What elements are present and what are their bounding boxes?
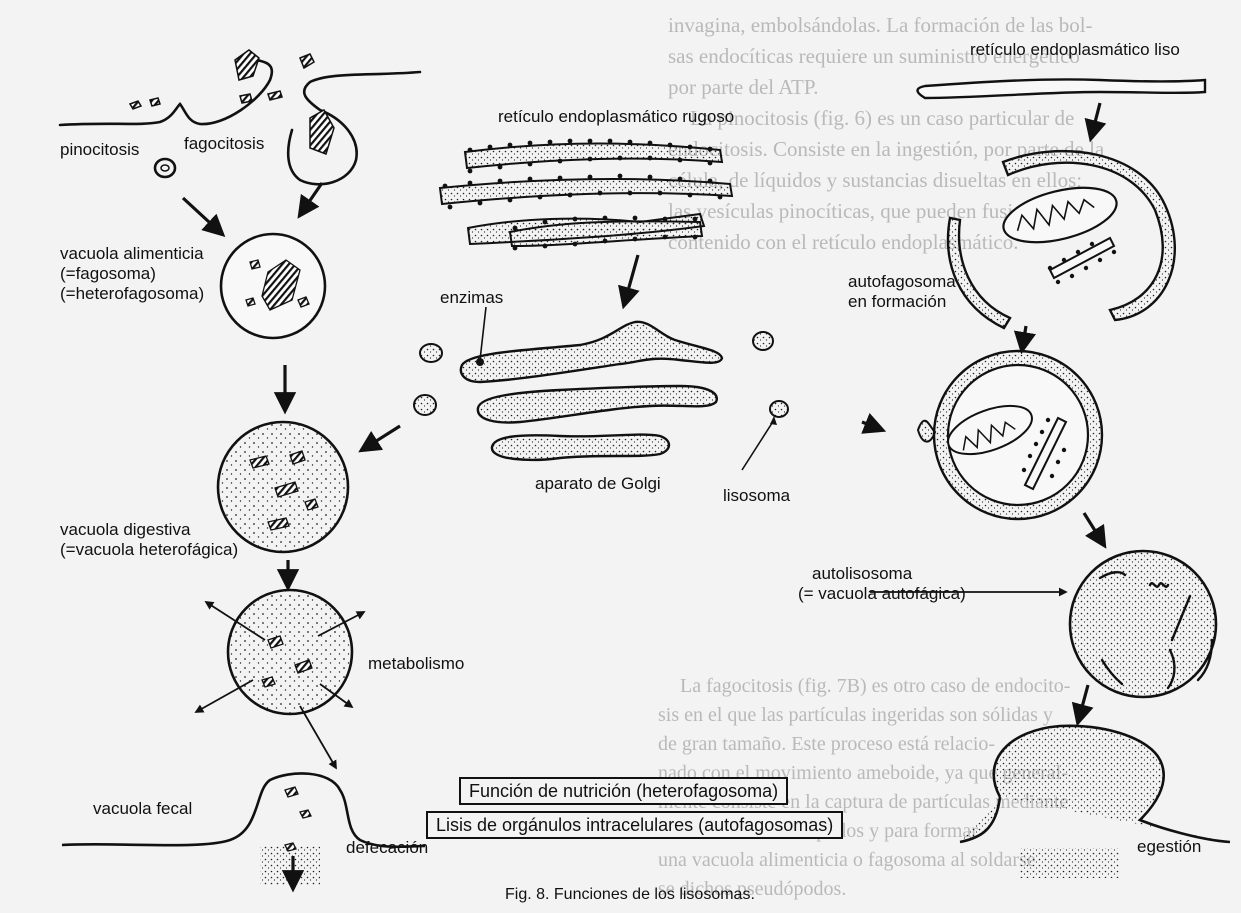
phagocytosis-pseudopod [288, 72, 420, 184]
label-aparato-golgi: aparato de Golgi [535, 474, 661, 494]
label-autolisosoma: autolisosoma (= vacuola autofágica) [798, 564, 966, 604]
legend-nutricion-text: Función de nutrición (heterofagosoma) [469, 781, 778, 801]
label-vacuola-alimenticia: vacuola alimenticia (=fagosoma) (=hetero… [60, 244, 204, 304]
particle [150, 98, 160, 106]
rough-er [440, 139, 732, 251]
legend-nutricion: Función de nutrición (heterofagosoma) [459, 777, 788, 805]
label-autofagosoma: autofagosoma en formación [848, 272, 956, 312]
particle [240, 94, 252, 103]
label-line: (=fagosoma) [60, 264, 204, 284]
metabolism-vacuole [228, 590, 352, 714]
label-egestion: egestión [1137, 837, 1201, 857]
golgi-apparatus [461, 322, 722, 460]
particle [235, 50, 259, 80]
autophagosome-forming [948, 151, 1175, 328]
label-line: en formación [848, 292, 956, 312]
label-line: vacuola digestiva [60, 520, 238, 540]
pinocytic-vesicle-inner [161, 165, 169, 171]
label-vacuola-digestiva: vacuola digestiva (=vacuola heterofágica… [60, 520, 238, 560]
label-line: autofagosoma [848, 272, 956, 292]
legend-lisis: Lisis de orgánulos intracelulares (autof… [426, 811, 843, 839]
pinocytic-vesicle [155, 159, 175, 177]
label-line: autolisosoma [798, 564, 966, 584]
autolysosome [1070, 551, 1216, 697]
particle [310, 110, 334, 154]
figure-caption: Fig. 8. Funciones de los lisosomas. [505, 886, 755, 904]
label-line: (=vacuola heterofágica) [60, 540, 238, 560]
smooth-er [918, 79, 1206, 98]
enzymes-pointer-dot [476, 358, 484, 366]
legend-lisis-text: Lisis de orgánulos intracelulares (autof… [436, 815, 833, 835]
label-lisosoma: lisosoma [723, 486, 790, 506]
label-vacuola-fecal: vacuola fecal [93, 799, 192, 819]
fecal-vacuole [62, 773, 425, 885]
label-defecacion: defecación [346, 838, 428, 858]
particle [268, 91, 282, 100]
label-line: vacuola alimenticia [60, 244, 204, 264]
particle [130, 101, 141, 109]
label-line: (=heterofagosoma) [60, 284, 204, 304]
autophagosome [918, 351, 1102, 519]
food-vacuole [221, 234, 325, 338]
label-rel: retículo endoplasmático liso [970, 40, 1180, 60]
label-enzimas: enzimas [440, 288, 503, 308]
label-pinocitosis: pinocitosis [60, 140, 139, 160]
label-metabolismo: metabolismo [368, 654, 464, 674]
label-fagocitosis: fagocitosis [184, 134, 264, 154]
particle [300, 54, 314, 68]
label-line: (= vacuola autofágica) [798, 584, 966, 604]
er-fragment [1050, 238, 1114, 278]
label-rer: retículo endoplasmático rugoso [498, 107, 734, 127]
